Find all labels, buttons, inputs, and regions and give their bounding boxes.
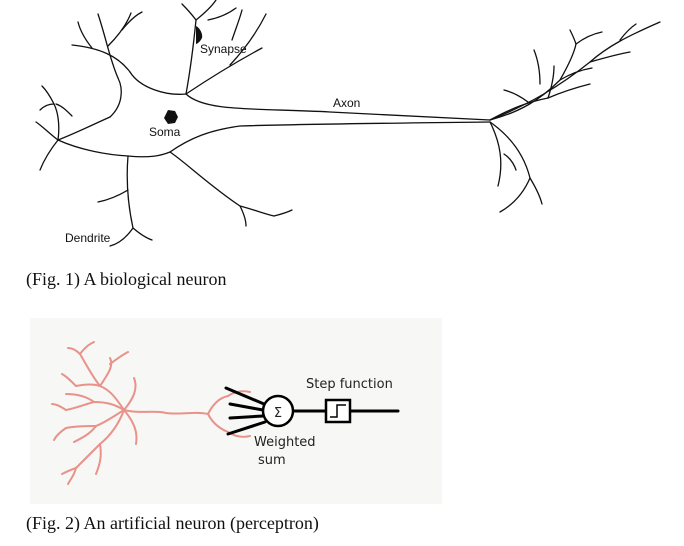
step-function-icon [330,404,346,418]
axon-lower-edge [169,121,491,153]
axon-label: Axon [333,96,360,110]
soma-outline [127,151,171,158]
summation-node [261,394,295,428]
nucleus-dot [164,110,178,124]
synapse-knob [196,26,203,44]
soma-outline [109,77,122,118]
soma-outline [169,151,275,217]
perceptron-diagram: Σ Step function Weighted sum [51,341,400,485]
soma-outline [185,19,197,95]
weighted-label: Weighted [254,435,316,450]
step-function-box [324,398,352,424]
input-line [228,414,265,420]
perceptron-panel: Σ Step function Weighted sum [30,318,442,504]
soma-outline [126,155,134,229]
synapse-label: Synapse [200,42,247,56]
soma-outline [185,93,491,121]
sigma-symbol: Σ [274,406,282,421]
dendrite-label: Dendrite [65,231,111,245]
soma-outline [129,71,187,95]
biological-neuron-diagram: Synapse Axon Soma Dendrite [35,0,661,247]
soma-outline [57,116,111,141]
step-function-label: Step function [306,377,393,392]
figure2-caption: (Fig. 2) An artificial neuron (perceptro… [26,513,319,533]
input-line [228,402,265,412]
figure1-caption: (Fig. 1) A biological neuron [26,269,227,289]
soma-label: Soma [149,125,181,139]
sum-label: sum [258,453,286,468]
input-line [226,420,267,436]
input-line [224,386,266,406]
soma-outline [57,139,129,157]
